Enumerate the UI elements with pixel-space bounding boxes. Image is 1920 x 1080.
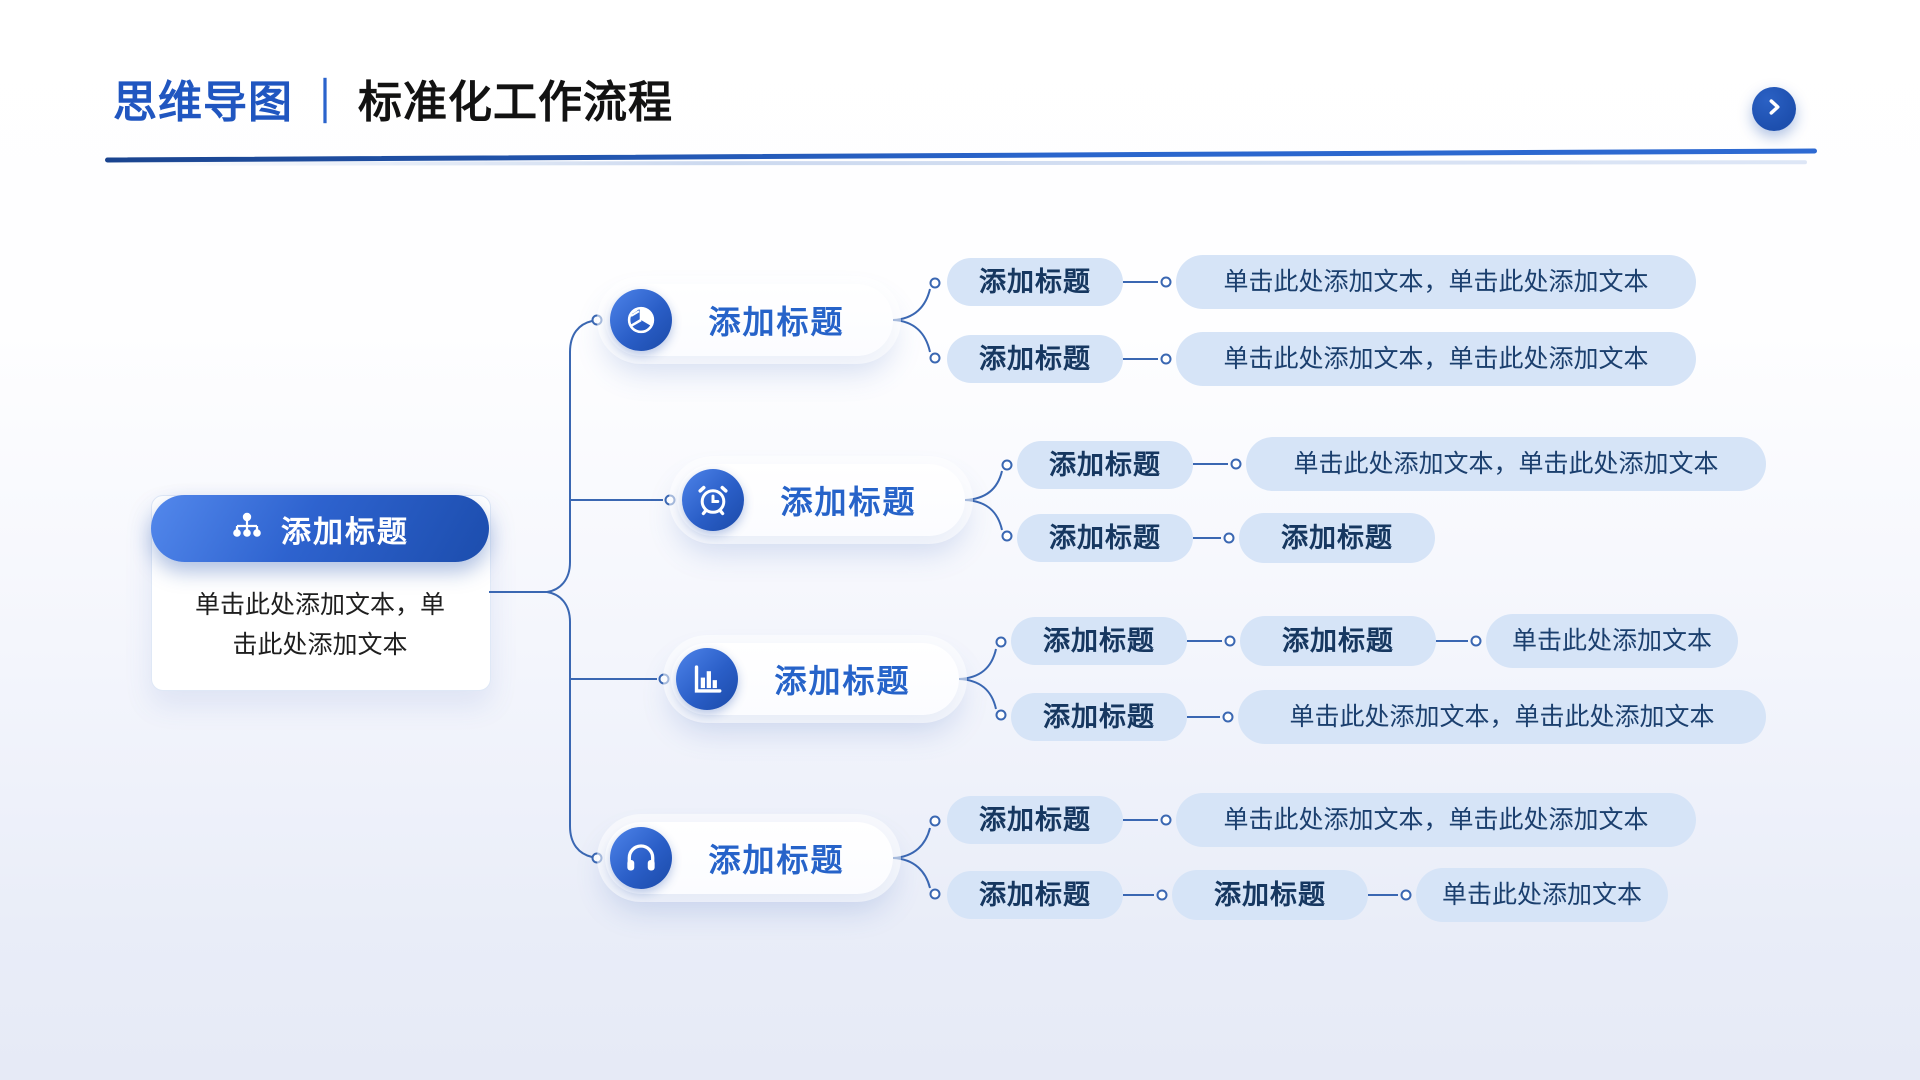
- alarm-clock-icon: [682, 469, 744, 531]
- child-text-pill[interactable]: 单击此处添加文本，单击此处添加文本: [1246, 437, 1766, 491]
- child-title-pill[interactable]: 添加标题: [1011, 693, 1187, 741]
- bar-chart-icon: [676, 648, 738, 710]
- title-highlight: 思维导图: [113, 78, 293, 127]
- child-mid-pill[interactable]: 添加标题: [1172, 870, 1368, 920]
- branch-label: 添加标题: [774, 663, 911, 699]
- branch-label: 添加标题: [708, 842, 845, 878]
- child-mid-pill[interactable]: 添加标题: [1239, 513, 1435, 563]
- child-text-pill[interactable]: 单击此处添加文本，单击此处添加文本: [1176, 255, 1696, 309]
- root-node-pill[interactable]: 添加标题: [151, 495, 489, 562]
- chevron-right-icon: [1761, 94, 1787, 125]
- pie-chart-icon: [610, 289, 672, 351]
- child-text-pill[interactable]: 单击此处添加文本，单击此处添加文本: [1176, 332, 1696, 386]
- child-title-pill[interactable]: 添加标题: [947, 796, 1123, 844]
- child-title-pill[interactable]: 添加标题: [1017, 514, 1193, 562]
- branch-label: 添加标题: [780, 484, 917, 520]
- branch-node-3[interactable]: 添加标题: [671, 643, 959, 715]
- child-text-pill[interactable]: 单击此处添加文本: [1486, 614, 1738, 668]
- branch-node-2[interactable]: 添加标题: [677, 464, 965, 536]
- root-node-body[interactable]: 单击此处添加文本，单击此处添加文本: [194, 591, 445, 659]
- child-mid-pill[interactable]: 添加标题: [1240, 616, 1436, 666]
- child-text-pill[interactable]: 单击此处添加文本，单击此处添加文本: [1238, 690, 1766, 744]
- child-title-pill[interactable]: 添加标题: [1011, 617, 1187, 665]
- page-title: 思维导图｜标准化工作流程: [113, 66, 673, 130]
- child-title-pill[interactable]: 添加标题: [1017, 441, 1193, 489]
- title-separator: ｜: [303, 78, 348, 127]
- branch-node-1[interactable]: 添加标题: [605, 284, 893, 356]
- org-chart-icon: [231, 512, 263, 545]
- next-slide-button[interactable]: [1752, 87, 1796, 131]
- child-title-pill[interactable]: 添加标题: [947, 871, 1123, 919]
- child-title-pill[interactable]: 添加标题: [947, 335, 1123, 383]
- child-title-pill[interactable]: 添加标题: [947, 258, 1123, 306]
- title-underline-shadow: [116, 160, 1808, 166]
- branch-node-4[interactable]: 添加标题: [605, 822, 893, 894]
- branch-label: 添加标题: [708, 304, 845, 340]
- child-text-pill[interactable]: 单击此处添加文本，单击此处添加文本: [1176, 793, 1696, 847]
- root-node-title: 添加标题: [281, 515, 409, 549]
- title-rest: 标准化工作流程: [358, 78, 673, 127]
- child-text-pill[interactable]: 单击此处添加文本: [1416, 868, 1668, 922]
- headphones-icon: [610, 827, 672, 889]
